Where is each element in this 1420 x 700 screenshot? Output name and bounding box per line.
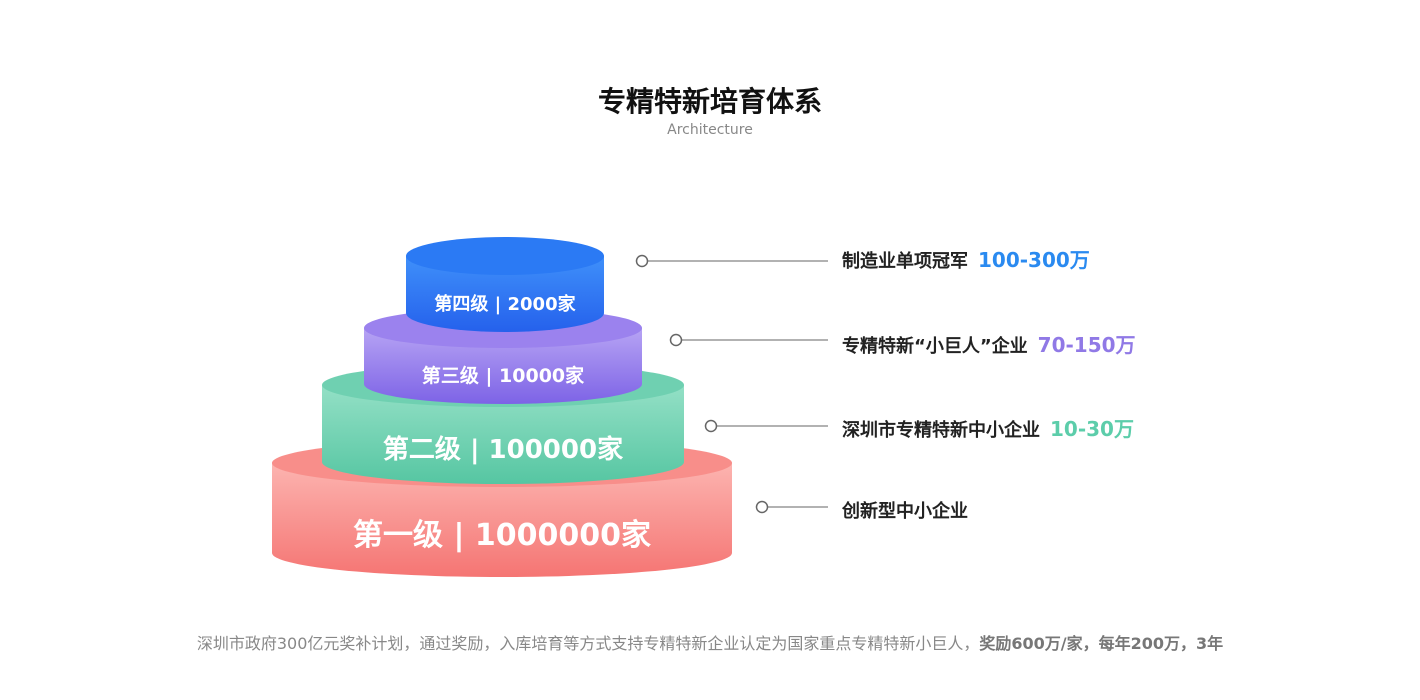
tier-3-description: 专精特新“小巨人”企业 70-150万 bbox=[842, 333, 1136, 359]
footer-highlight: 奖励600万/家，每年200万，3年 bbox=[979, 634, 1224, 653]
tier-4-cylinder: 第四级 | 2000家 bbox=[406, 237, 604, 332]
tier-4-award: 100-300万 bbox=[978, 248, 1090, 272]
connector-dot-3 bbox=[669, 333, 683, 347]
tier-4-name: 制造业单项冠军 bbox=[842, 251, 968, 272]
tier-4-description: 制造业单项冠军 100-300万 bbox=[842, 248, 1090, 274]
tier-2-name: 深圳市专精特新中小企业 bbox=[842, 420, 1040, 441]
tier-1-label: 第一级 | 1000000家 bbox=[353, 518, 651, 553]
connector-dot-2 bbox=[704, 419, 718, 433]
footer-text: 深圳市政府300亿元奖补计划，通过奖励，入库培育等方式支持专精特新企业认定为国家… bbox=[196, 634, 980, 653]
tier-2-description: 深圳市专精特新中小企业 10-30万 bbox=[842, 417, 1134, 443]
tier-4-label: 第四级 | 2000家 bbox=[434, 293, 576, 315]
footer-note: 深圳市政府300亿元奖补计划，通过奖励，入库培育等方式支持专精特新企业认定为国家… bbox=[0, 630, 1420, 654]
tier-1-description: 创新型中小企业 bbox=[842, 500, 968, 524]
tier-3-award: 70-150万 bbox=[1037, 333, 1136, 357]
tier-3-name: 专精特新“小巨人”企业 bbox=[842, 336, 1028, 357]
connector-dot-1 bbox=[755, 500, 769, 514]
page-subtitle: Architecture bbox=[667, 122, 753, 138]
connector-dot-4 bbox=[635, 254, 649, 268]
tier-1-name: 创新型中小企业 bbox=[842, 501, 968, 522]
tier-2-award: 10-30万 bbox=[1050, 417, 1134, 441]
tier-3-label: 第三级 | 10000家 bbox=[422, 364, 585, 387]
tier-2-label: 第二级 | 100000家 bbox=[383, 434, 623, 465]
page-title: 专精特新培育体系 bbox=[597, 85, 822, 118]
